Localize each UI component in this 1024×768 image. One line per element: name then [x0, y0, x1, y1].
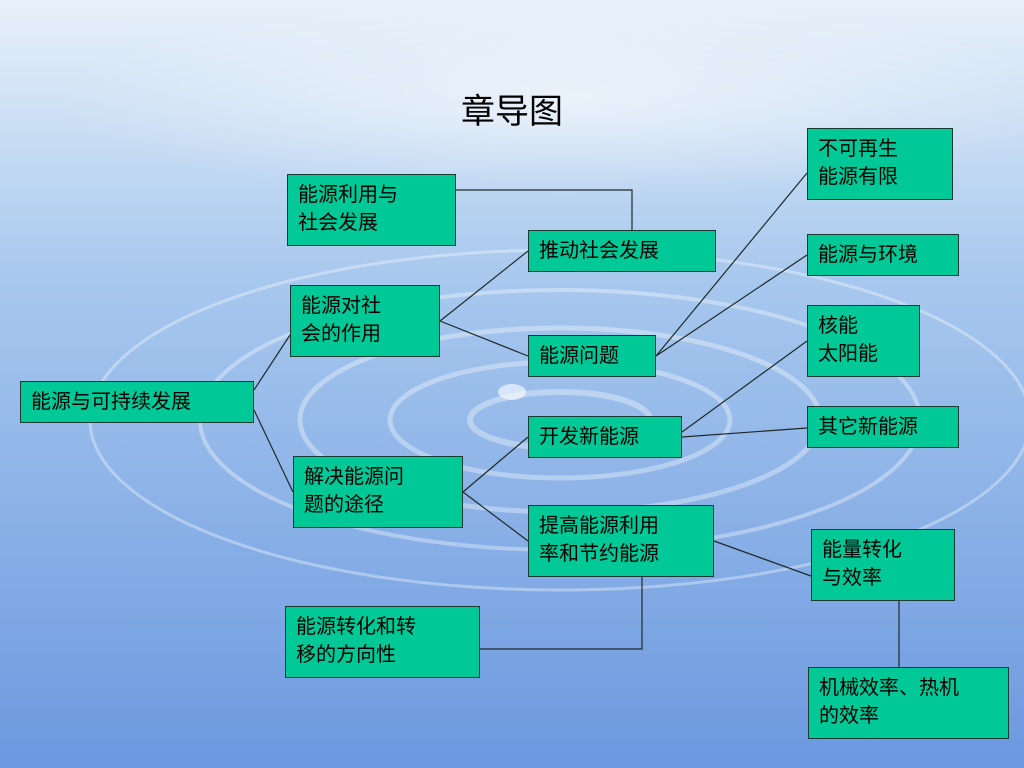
node-ways-to-solve-energy-problem: 解决能源问 题的途径	[293, 456, 463, 528]
link-role-promote	[439, 250, 529, 322]
node-direction-of-energy-conversion: 能源转化和转 移的方向性	[285, 606, 480, 678]
node-energy-conversion-and-efficiency: 能量转化 与效率	[811, 529, 955, 601]
link-energyuse-promote	[456, 189, 633, 230]
page-title: 章导图	[461, 92, 563, 132]
link-root-role	[253, 334, 291, 391]
node-mechanical-and-heat-engine-efficiency: 机械效率、热机 的效率	[808, 667, 1009, 739]
node-nuclear-solar-energy: 核能 太阳能	[807, 305, 920, 377]
node-promote-social-development: 推动社会发展	[528, 230, 716, 272]
link-ways-improve	[462, 491, 529, 542]
link-ways-develop	[462, 436, 529, 493]
link-root-ways	[253, 409, 294, 493]
link-problem-environment	[655, 254, 808, 357]
link-role-problem	[439, 320, 529, 357]
link-develop-nuclear	[681, 340, 808, 433]
link-improve-direction	[480, 577, 643, 650]
node-other-new-energy: 其它新能源	[807, 406, 959, 448]
node-energy-problem: 能源问题	[528, 335, 656, 377]
node-energy-and-environment: 能源与环境	[807, 234, 959, 276]
link-develop-other	[681, 427, 808, 438]
node-energy-sustainable-development: 能源与可持续发展	[20, 381, 254, 423]
link-improve-conversion	[713, 540, 812, 577]
node-energy-role-in-society: 能源对社 会的作用	[290, 285, 440, 357]
link-problem-nonrenewable	[655, 172, 808, 357]
node-develop-new-energy: 开发新能源	[528, 416, 682, 458]
node-improve-efficiency-and-save-energy: 提高能源利用 率和节约能源	[528, 505, 714, 577]
node-energy-use-and-social-development: 能源利用与 社会发展	[287, 174, 456, 246]
node-nonrenewable-energy-limited: 不可再生 能源有限	[807, 128, 953, 200]
